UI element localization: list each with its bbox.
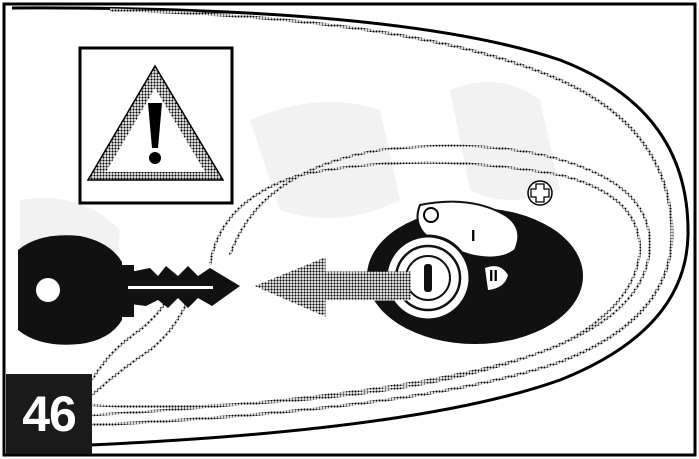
warning-box: [80, 48, 232, 203]
position-label-2: II: [489, 268, 498, 286]
position-label-1: I: [471, 228, 475, 246]
page-number: 46: [6, 374, 92, 454]
screw-cross-icon: [528, 181, 552, 205]
